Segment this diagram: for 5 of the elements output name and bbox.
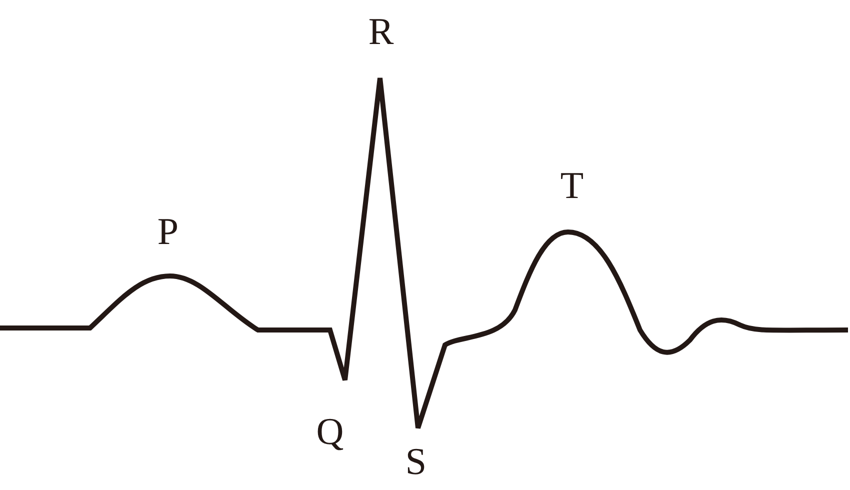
wave-label: T xyxy=(560,167,584,205)
wave-label: S xyxy=(405,443,427,481)
wave-label: P xyxy=(157,213,179,251)
wave-label: Q xyxy=(316,413,344,451)
wave-label: R xyxy=(368,13,394,51)
